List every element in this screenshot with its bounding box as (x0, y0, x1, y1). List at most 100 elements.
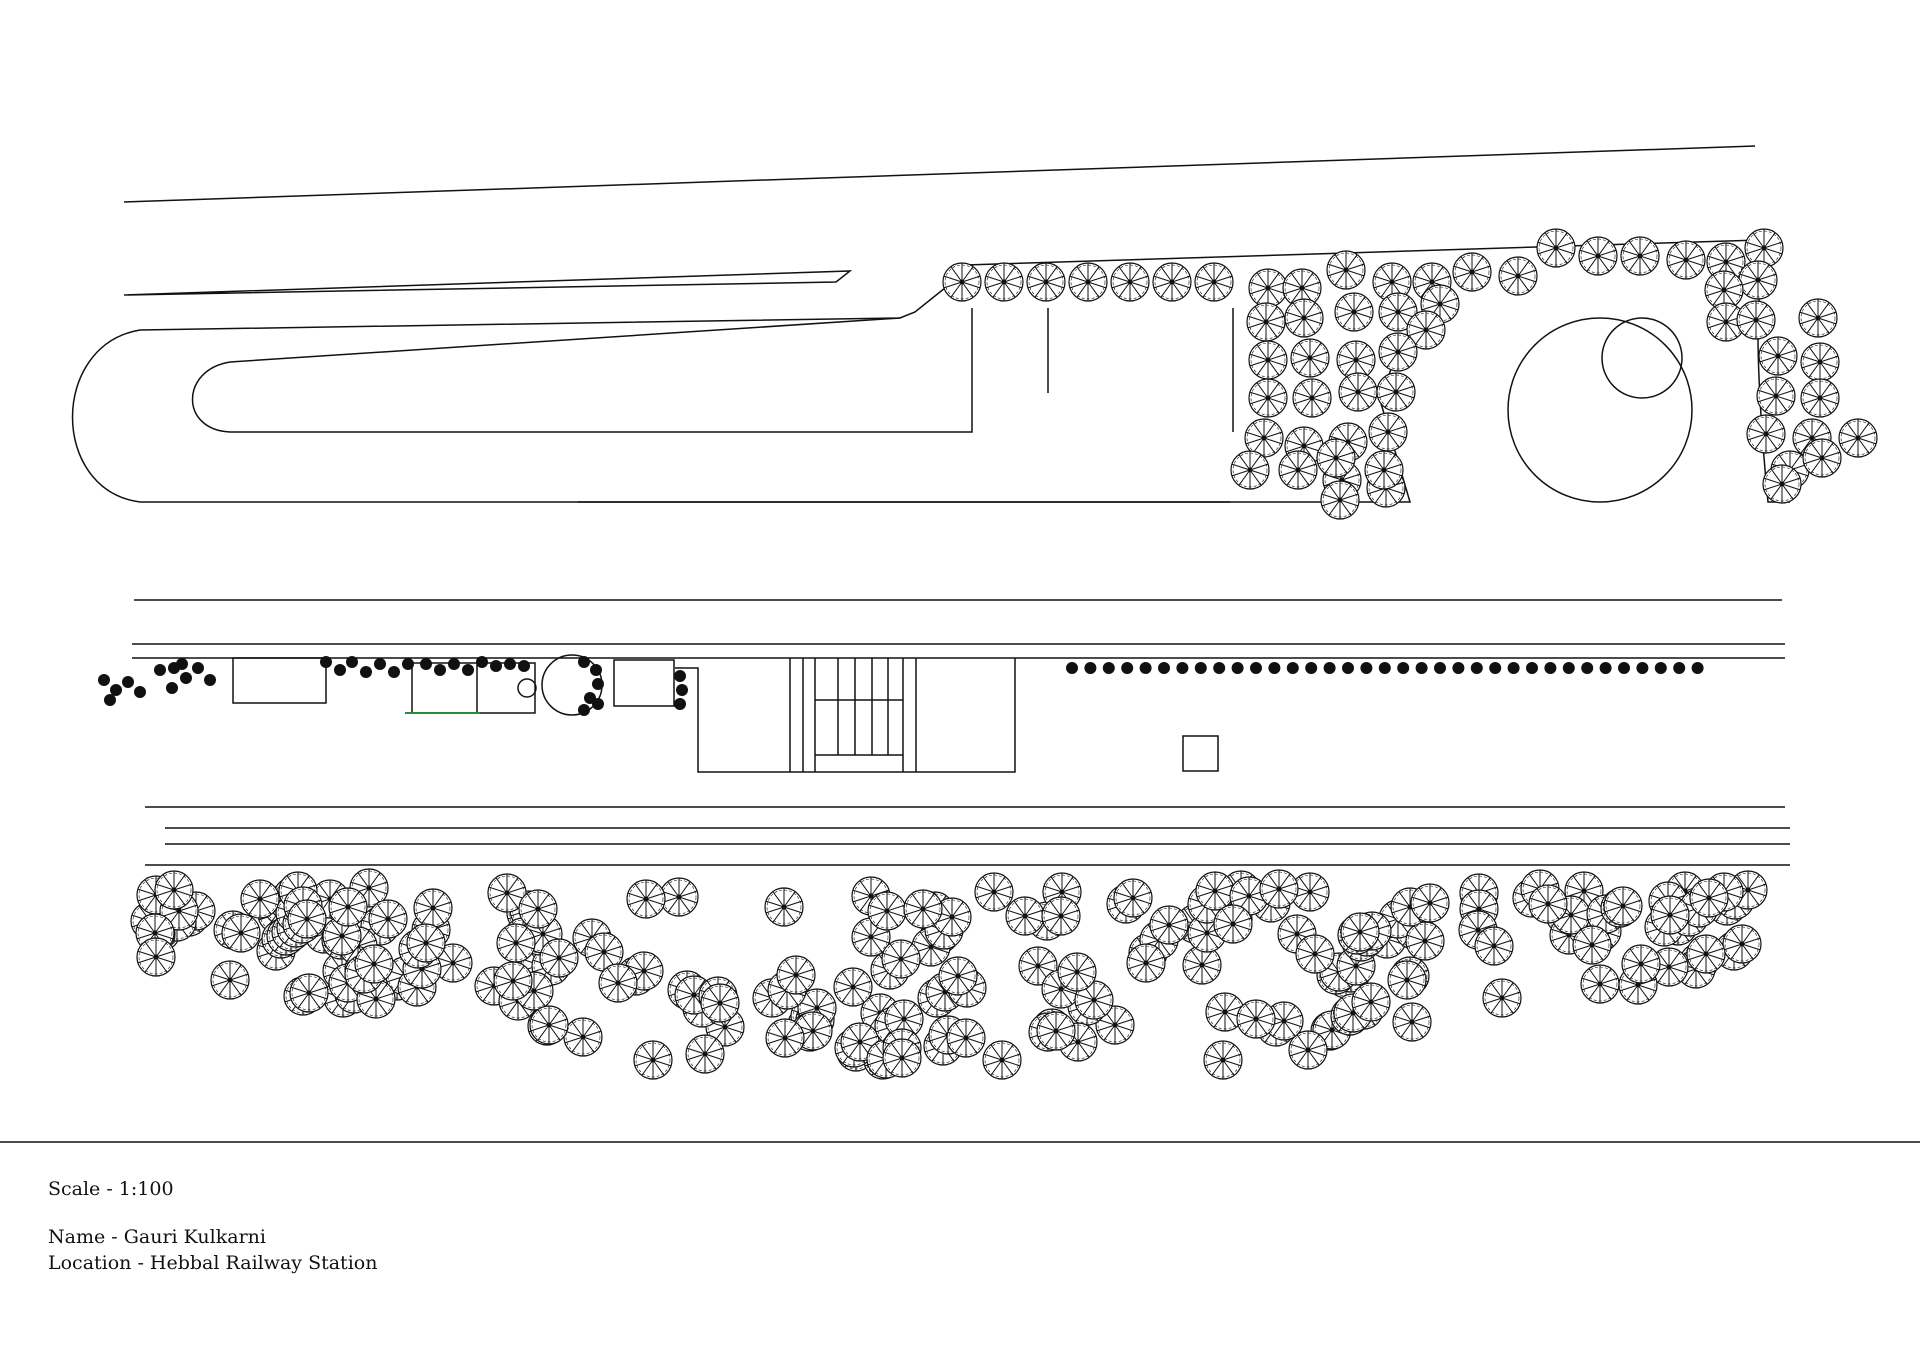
tree-canopy-icon (1838, 418, 1878, 458)
tree-canopy-icon (1800, 378, 1840, 418)
tree-canopy-icon (1452, 252, 1492, 292)
tree-canopy-icon (154, 870, 194, 910)
tree-canopy-icon (1686, 934, 1726, 974)
tree-canopy-icon (942, 262, 982, 302)
tree-canopy-icon (529, 1005, 569, 1045)
tree-canopy-icon (1650, 895, 1690, 935)
shrub-icon (1323, 662, 1336, 674)
tree-canopy-icon (1236, 999, 1276, 1039)
tree-canopy-icon (210, 960, 250, 1000)
tree-canopy-icon (1316, 438, 1356, 478)
shrub-icon (518, 660, 530, 672)
shrub-icon (1581, 662, 1594, 674)
tree-canopy-icon (1744, 228, 1784, 268)
tree-canopy-icon (289, 973, 329, 1013)
tree-canopy-icon (1689, 878, 1729, 918)
shrub-icon (1194, 662, 1207, 674)
tree-canopy-icon (1410, 883, 1450, 923)
shrub-icon (388, 666, 400, 678)
shrub-icon (110, 684, 122, 696)
tree-canopy-icon (1248, 378, 1288, 418)
tree-canopy-icon (982, 1040, 1022, 1080)
tree-canopy-icon (1387, 960, 1427, 1000)
tree-canopy-icon (1026, 262, 1066, 302)
tree-canopy-icon (1405, 921, 1445, 961)
shrub-icon (1158, 662, 1170, 674)
tree-canopy-icon (1800, 342, 1840, 382)
shrub-icon (1507, 662, 1520, 674)
shrub-icon (420, 658, 432, 670)
shrub-icon (122, 676, 134, 688)
shrub-icon (1360, 662, 1373, 674)
tree-canopy-icon (867, 891, 907, 931)
tree-canopy-icon (1802, 438, 1842, 478)
tree-canopy-icon (539, 938, 579, 978)
tree-canopy-icon (1340, 912, 1380, 952)
shrub-icon (1618, 662, 1630, 674)
tree-canopy-icon (1295, 934, 1335, 974)
tree-canopy-icon (1126, 943, 1166, 983)
shrub-row (1066, 662, 1704, 674)
tree-canopy-icon (1351, 982, 1391, 1022)
shrub-icon (98, 674, 110, 686)
tree-canopy-icon (1213, 904, 1253, 944)
tree-canopy-icon (1368, 412, 1408, 452)
tree-canopy-icon (1580, 964, 1620, 1004)
tree-canopy-icon (1536, 228, 1576, 268)
tree-canopy-icon (598, 963, 638, 1003)
tree-canopy-icon (1338, 372, 1378, 412)
tree-canopy-icon (1482, 978, 1522, 1018)
shrub-icon (490, 660, 502, 672)
shrub-icon (1176, 662, 1189, 674)
tree-canopy-icon (1194, 262, 1234, 302)
tree-canopy-icon (413, 888, 453, 928)
shrub-icon (462, 664, 474, 676)
shrub-icon (448, 658, 460, 670)
shrub-icon (1434, 662, 1446, 674)
shrub-icon (592, 678, 604, 690)
shrub-icon (476, 656, 488, 668)
shrub-icon (590, 664, 602, 676)
tree-canopy-icon (1620, 236, 1660, 276)
shrub-icon (166, 682, 178, 694)
shrub-icon (1562, 662, 1575, 674)
shrub-icon (334, 664, 346, 676)
platform-lines (132, 599, 1790, 866)
tree-canopy-icon (1152, 262, 1192, 302)
tree-canopy-icon (1378, 332, 1418, 372)
tree-canopy-icon (1203, 1040, 1243, 1080)
tree-canopy-icon (984, 262, 1024, 302)
roundabout (1507, 317, 1693, 503)
tree-canopy-icon (1113, 878, 1153, 918)
tree-canopy-icon (136, 937, 176, 977)
tree-canopy-icon (938, 956, 978, 996)
lower-tree-belt (130, 868, 1768, 1080)
shrub-icon (374, 658, 386, 670)
shrub-icon (1415, 662, 1428, 674)
shrub-icon (1691, 662, 1704, 674)
tree-canopy-icon (221, 913, 261, 953)
upper-tree-cluster (942, 228, 1878, 520)
tree-canopy-icon (1259, 869, 1299, 909)
shrub-icon (1673, 662, 1686, 674)
tree-canopy-icon (1041, 896, 1081, 936)
author-name: Name - Gauri Kulkarni (48, 1226, 266, 1248)
tree-canopy-icon (700, 983, 740, 1023)
tree-canopy-icon (1474, 926, 1514, 966)
tree-canopy-icon (685, 1034, 725, 1074)
tree-canopy-icon (496, 923, 536, 963)
tree-canopy-icon (1738, 260, 1778, 300)
tree-canopy-icon (626, 879, 666, 919)
shrub-icon (1213, 662, 1226, 674)
tree-canopy-icon (764, 887, 804, 927)
shrub-icon (180, 672, 192, 684)
tree-canopy-icon (881, 939, 921, 979)
tree-canopy-icon (518, 889, 558, 929)
shrub-icon (504, 658, 516, 670)
tree-canopy-icon (833, 967, 873, 1007)
shrub-icon (1599, 662, 1612, 674)
shrub-icon (1452, 662, 1465, 674)
tree-canopy-icon (493, 961, 533, 1001)
shrub-icon (674, 670, 686, 682)
upper-road (71, 145, 1790, 503)
